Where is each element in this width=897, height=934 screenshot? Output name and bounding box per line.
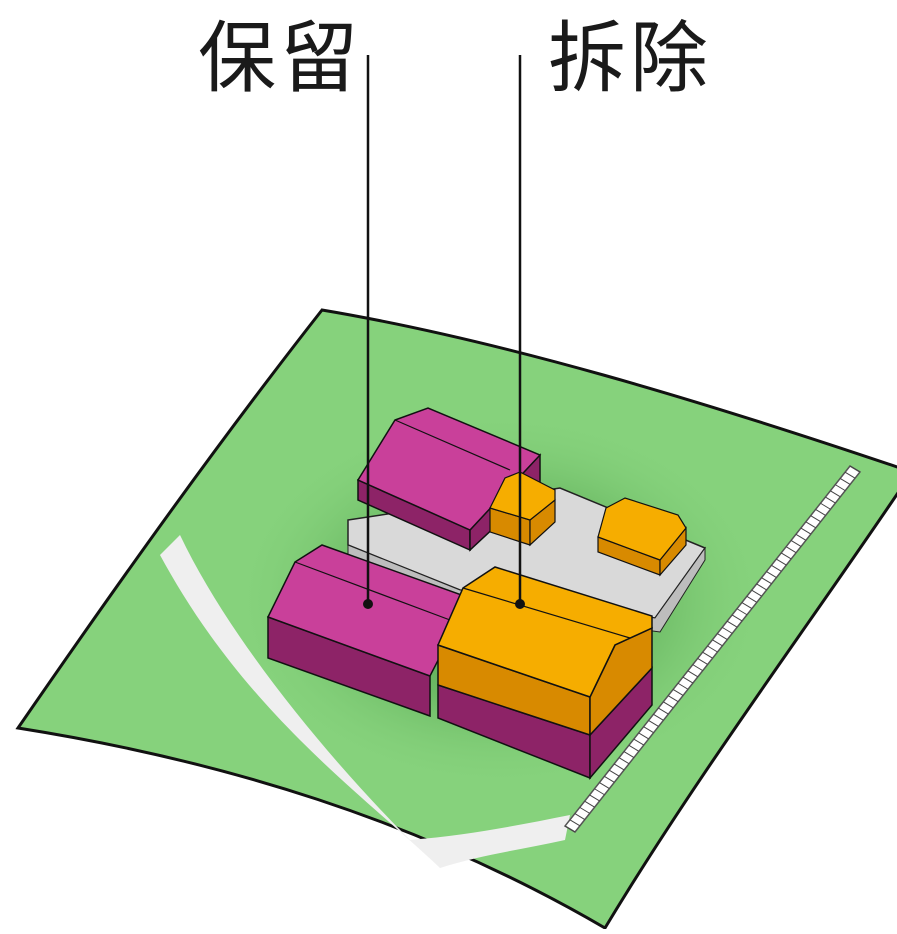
fence-picket (736, 608, 748, 616)
fence-picket (844, 471, 856, 479)
building-demolish-large-roof (436, 566, 653, 698)
fence-picket (594, 788, 605, 796)
fence-picket (574, 813, 586, 821)
fence-picket (618, 757, 630, 765)
fence-picket (721, 626, 733, 634)
fence-picket (579, 806, 590, 814)
building-keep-front (266, 544, 472, 718)
fence-picket (677, 682, 689, 690)
fence-picket (667, 695, 679, 703)
fence-picket (584, 800, 595, 808)
fence-picket (692, 664, 704, 672)
fence-picket (702, 651, 713, 659)
fence-picket (564, 825, 576, 833)
label-keep: 保留 (198, 14, 363, 104)
fence-picket (780, 552, 792, 560)
fence-picket (766, 571, 777, 578)
building-demolish-small-2-roof (597, 497, 687, 561)
fence-picket (731, 614, 743, 622)
fence-picket (726, 620, 738, 628)
fence-picket (672, 689, 684, 696)
fence-picket (628, 744, 640, 752)
fence-picket (835, 484, 846, 492)
leader-dot-keep (363, 599, 373, 609)
fence-picket (756, 583, 767, 591)
fence-picket (771, 564, 782, 572)
fence-picket (658, 707, 669, 715)
fence-picket (569, 819, 581, 827)
fence-picket (604, 775, 615, 783)
fence-picket (608, 769, 620, 777)
fence-picket (825, 496, 836, 504)
fence-picket (810, 515, 821, 523)
label-demolish: 拆除 (548, 14, 713, 104)
fence-picket (643, 726, 654, 734)
fence-picket (707, 645, 718, 653)
fence-picket (663, 701, 674, 709)
fence-picket (589, 794, 600, 802)
fence-picket (648, 720, 659, 727)
footpath (160, 535, 570, 868)
fence-picket (633, 738, 645, 746)
fence-picket (815, 509, 826, 516)
fence-picket (697, 657, 708, 665)
building-demolish-small-1-roof (489, 471, 556, 521)
building-keep-back-ridge (394, 419, 511, 471)
fence-picket (717, 633, 728, 641)
fence-picket (839, 477, 851, 485)
fence-picket (785, 546, 797, 554)
building-demolish-large-ridge (462, 587, 631, 639)
fence-picket (800, 527, 812, 535)
fence-picket (761, 577, 772, 585)
fence-picket (830, 490, 841, 498)
fence-picket (613, 763, 625, 771)
fence-picket (746, 595, 758, 603)
fence-picket (638, 732, 649, 740)
fence-picket (687, 670, 699, 678)
building-keep-front-roof (266, 544, 472, 677)
fence-picket (599, 782, 610, 789)
fence-picket (795, 533, 807, 541)
fence-picket (712, 639, 723, 647)
fence-picket (820, 502, 831, 510)
fence-picket (653, 713, 664, 721)
fence-picket (849, 465, 861, 473)
fence-picket (623, 751, 635, 758)
fence-picket (741, 602, 753, 609)
fence-picket (682, 676, 694, 684)
fence-picket (776, 558, 787, 566)
fence-picket (805, 521, 817, 529)
building-demolish-small-2 (597, 497, 687, 577)
building-keep-front-ridge (294, 561, 451, 621)
fence-picket (751, 589, 762, 597)
fence (563, 465, 862, 833)
fence-picket (790, 540, 802, 547)
leader-dot-demolish (515, 599, 525, 609)
building-demolish-large (436, 566, 653, 781)
